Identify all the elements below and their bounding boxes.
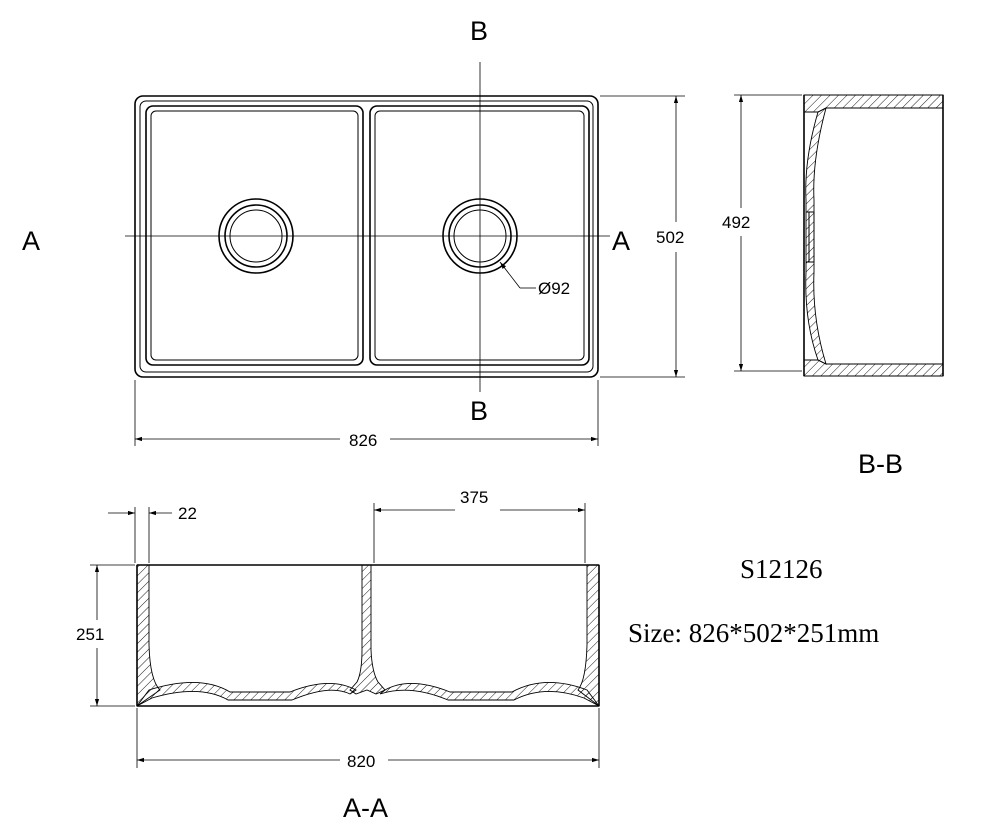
top-view-dimensions [134, 95, 685, 446]
model-size: Size: 826*502*251mm [628, 618, 879, 648]
section-label-b-top: B [470, 16, 488, 46]
view-label-bb: B-B [858, 449, 903, 479]
view-label-aa: A-A [343, 793, 388, 823]
dim-bottom-width: 820 [347, 752, 375, 771]
dim-overall-width: 826 [349, 431, 377, 450]
dim-wall-thickness: 22 [178, 504, 197, 523]
section-label-a-left: A [22, 226, 40, 256]
front-section-view [90, 503, 600, 768]
dim-overall-depth: 502 [656, 228, 684, 247]
section-label-b-bottom: B [470, 396, 488, 426]
dim-height: 251 [76, 625, 104, 644]
section-label-a-right: A [612, 226, 630, 256]
dim-drain-diameter: Ø92 [538, 279, 570, 298]
side-section-view [734, 94, 944, 377]
top-view [125, 62, 610, 392]
dim-side-depth: 492 [722, 213, 750, 232]
dim-bowl-width: 375 [460, 488, 488, 507]
model-code: S12126 [740, 554, 823, 584]
